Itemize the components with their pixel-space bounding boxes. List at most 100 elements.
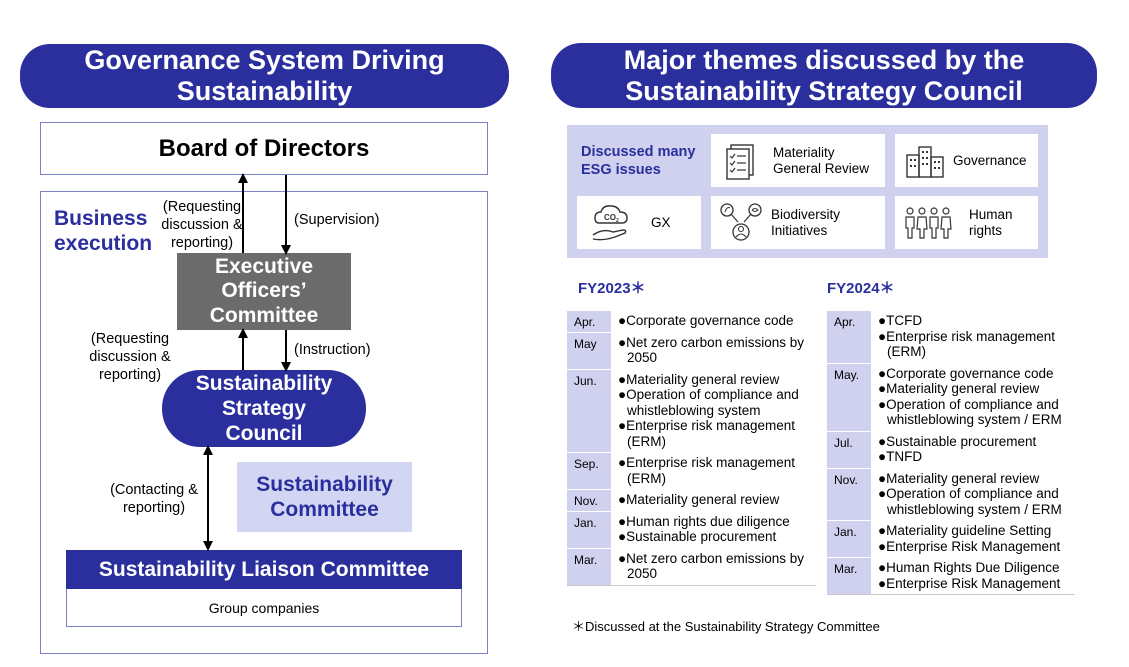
month-cell: Jun. bbox=[567, 368, 611, 453]
note-requesting-mid: (Requesting discussion & reporting) bbox=[89, 331, 171, 383]
fy2023-heading: FY2023＊ bbox=[578, 280, 646, 297]
topics-cell: ●Materiality guideline Setting●Enterpris… bbox=[871, 520, 1075, 558]
schedule-row: Mar.●Net zero carbon emissions by 2050 bbox=[567, 547, 816, 585]
topic-item: ●Operation of compliance and whistleblow… bbox=[618, 387, 799, 418]
schedule-row: Jan.●Human rights due diligence●Sustaina… bbox=[567, 510, 816, 548]
topics-cell: ●Sustainable procurement●TNFD bbox=[871, 430, 1075, 468]
topics-cell: ●Corporate governance code bbox=[611, 310, 816, 332]
topic-item: ●Net zero carbon emissions by 2050 bbox=[618, 550, 804, 582]
topics-cell: ●Human rights due diligence●Sustainable … bbox=[611, 510, 816, 548]
month-cell: Sep. bbox=[567, 452, 611, 490]
esg-tile-materiality: Materiality General Review bbox=[711, 134, 885, 187]
esg-label-biodiversity: Biodiversity Initiatives bbox=[771, 206, 841, 238]
board-of-directors-box: Board of Directors bbox=[40, 122, 488, 175]
esg-label-materiality: Materiality General Review bbox=[773, 144, 870, 176]
esg-issues-panel: Discussed many ESG issues Materiality Ge… bbox=[567, 125, 1048, 258]
schedule-row: Jun.●Materiality general review●Operatio… bbox=[567, 368, 816, 453]
note-requesting-top: (Requesting discussion & reporting) bbox=[161, 199, 243, 251]
month-cell: Apr. bbox=[567, 310, 611, 332]
topic-item: ●Human Rights Due Diligence bbox=[878, 560, 1060, 575]
topics-cell: ●TCFD●Enterprise risk management (ERM) bbox=[871, 310, 1075, 363]
topics-cell: ●Materiality general review●Operation of… bbox=[871, 467, 1075, 521]
esg-label-human-rights: Human rights bbox=[969, 206, 1013, 238]
topic-item: ●Materiality general review bbox=[618, 371, 780, 387]
checklist-icon bbox=[726, 143, 754, 180]
note-supervision: (Supervision) bbox=[294, 212, 380, 228]
topics-cell: ●Materiality general review●Operation of… bbox=[611, 368, 816, 453]
topics-cell: ●Materiality general review bbox=[611, 489, 816, 511]
sustainability-liaison-committee-box: Sustainability Liaison Committee bbox=[66, 550, 462, 589]
flow-arrows bbox=[203, 173, 291, 551]
topics-cell: ●Enterprise risk management (ERM) bbox=[611, 452, 816, 490]
co2-icon: CO 2 bbox=[592, 204, 628, 240]
month-cell: Nov. bbox=[567, 489, 611, 511]
topic-item: ●Corporate governance code bbox=[878, 365, 1054, 381]
esg-tile-biodiversity: Biodiversity Initiatives bbox=[711, 196, 885, 249]
topics-cell: ●Human Rights Due Diligence●Enterprise R… bbox=[871, 557, 1075, 595]
schedule-row: May.●Corporate governance code●Materiali… bbox=[827, 362, 1075, 431]
topic-item: ●Enterprise risk management (ERM) bbox=[878, 328, 1055, 360]
topic-item: ●Materiality general review bbox=[618, 492, 780, 507]
schedule-row: Nov.●Materiality general review●Operatio… bbox=[827, 467, 1075, 521]
month-cell: May. bbox=[827, 362, 871, 431]
topics-cell: ●Corporate governance code●Materiality g… bbox=[871, 362, 1075, 431]
topic-item: ●Enterprise Risk Management bbox=[878, 575, 1061, 591]
esg-tile-human-rights: Human rights bbox=[895, 196, 1038, 249]
topic-item: ●Operation of compliance and whistleblow… bbox=[878, 486, 1062, 517]
topic-item: ●TNFD bbox=[878, 449, 923, 464]
schedule-row: May●Net zero carbon emissions by 2050 bbox=[567, 331, 816, 369]
topic-item: ●Human rights due diligence bbox=[618, 513, 790, 529]
themes-title: Major themes discussed by the Sustainabi… bbox=[551, 43, 1097, 108]
topic-item: ●Operation of compliance and whistleblow… bbox=[878, 396, 1062, 428]
topics-cell: ●Net zero carbon emissions by 2050 bbox=[611, 331, 816, 369]
group-companies-box: Group companies bbox=[66, 589, 462, 627]
sustainability-committee-box: Sustainability Committee bbox=[237, 462, 412, 532]
month-cell: Mar. bbox=[567, 547, 611, 585]
topic-item: ●Enterprise risk management (ERM) bbox=[618, 418, 795, 449]
esg-tile-governance: Governance bbox=[895, 134, 1038, 187]
svg-text:2: 2 bbox=[616, 218, 619, 224]
fy2024-heading: FY2024＊ bbox=[827, 280, 895, 297]
schedule-row: Sep.●Enterprise risk management (ERM) bbox=[567, 452, 816, 490]
topic-item: ●Materiality general review bbox=[878, 381, 1040, 396]
topic-item: ●TCFD bbox=[878, 313, 923, 328]
svg-text:CO: CO bbox=[604, 213, 616, 222]
esg-label-governance: Governance bbox=[953, 152, 1027, 168]
sustainability-strategy-council-box: Sustainability Strategy Council bbox=[162, 370, 366, 447]
topic-item: ●Sustainable procurement bbox=[618, 529, 777, 544]
note-instruction: (Instruction) bbox=[294, 342, 371, 358]
month-cell: Nov. bbox=[827, 467, 871, 521]
schedule-row: Jan.●Materiality guideline Setting●Enter… bbox=[827, 520, 1075, 558]
fy2024-schedule-table: Apr.●TCFD●Enterprise risk management (ER… bbox=[827, 310, 1075, 595]
topic-item: ●Enterprise Risk Management bbox=[878, 538, 1061, 554]
esg-label-gx: GX bbox=[651, 214, 671, 230]
month-cell: Jul. bbox=[827, 430, 871, 468]
topic-item: ●Net zero carbon emissions by 2050 bbox=[618, 334, 804, 366]
topics-cell: ●Net zero carbon emissions by 2050 bbox=[611, 547, 816, 585]
note-contacting: (Contacting & reporting) bbox=[110, 482, 198, 516]
topic-item: ●Corporate governance code bbox=[618, 313, 794, 328]
topic-item: ●Enterprise risk management (ERM) bbox=[618, 455, 795, 486]
month-cell: Apr. bbox=[827, 310, 871, 363]
footnote: ＊Discussed at the Sustainability Strateg… bbox=[572, 619, 880, 634]
schedule-row: Mar.●Human Rights Due Diligence●Enterpri… bbox=[827, 557, 1075, 595]
schedule-row: Apr. ●Corporate governance code bbox=[567, 310, 816, 332]
topic-item: ●Materiality general review bbox=[878, 470, 1040, 486]
buildings-icon bbox=[906, 145, 944, 178]
month-cell: Jan. bbox=[567, 510, 611, 548]
esg-lead-label: Discussed many ESG issues bbox=[581, 144, 696, 178]
month-cell: Mar. bbox=[827, 557, 871, 595]
month-cell: Jan. bbox=[827, 520, 871, 558]
month-cell: May bbox=[567, 331, 611, 369]
business-execution-label: Business execution bbox=[54, 207, 153, 255]
schedule-row: Apr.●TCFD●Enterprise risk management (ER… bbox=[827, 310, 1075, 363]
governance-title: Governance System Driving Sustainability bbox=[20, 44, 509, 108]
topic-item: ●Materiality guideline Setting bbox=[878, 523, 1052, 538]
people-icon bbox=[905, 206, 952, 239]
biodiversity-icon bbox=[720, 202, 762, 241]
schedule-row: Nov. ●Materiality general review bbox=[567, 489, 816, 511]
topic-item: ●Sustainable procurement bbox=[878, 433, 1037, 449]
schedule-row: Jul.●Sustainable procurement●TNFD bbox=[827, 430, 1075, 468]
executive-officers-committee-box: Executive Officers’ Committee bbox=[177, 253, 351, 330]
